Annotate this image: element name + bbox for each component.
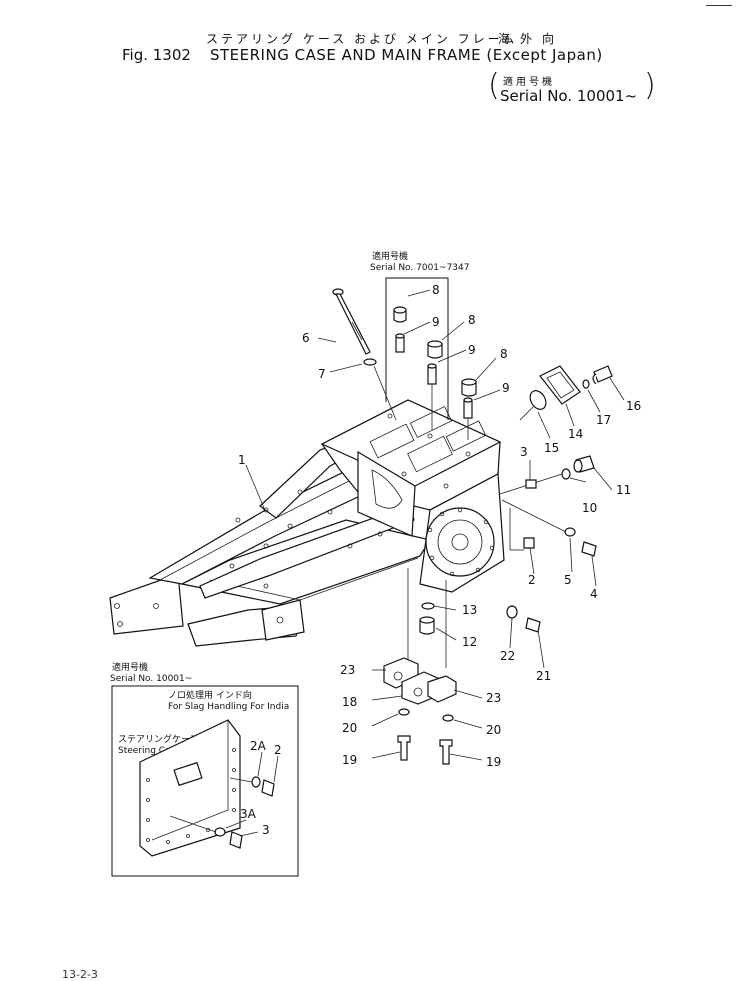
- japanese-serial-label: 適用号機: [503, 77, 555, 88]
- label-14: 14: [568, 427, 583, 441]
- label-20a: 20: [342, 721, 357, 735]
- label-5: 5: [564, 573, 572, 587]
- right-parenthesis: ): [644, 68, 656, 103]
- japanese-title: ステアリング ケース および メイン フレーム: [206, 32, 518, 46]
- label-11: 11: [616, 483, 631, 497]
- label-21: 21: [536, 669, 551, 683]
- label-22: 22: [500, 649, 515, 663]
- label-19b: 19: [486, 755, 501, 769]
- label-3a: 3A: [240, 807, 257, 821]
- figure-number: Fig. 1302: [122, 46, 191, 64]
- inset-detail: 適用号機 Serial No. 10001~ ノロ処理用 インド向 For Sl…: [110, 661, 299, 877]
- inset-case-jp: ステアリングケース: [118, 733, 199, 745]
- label-19a: 19: [342, 753, 357, 767]
- plug-set-b: [427, 340, 443, 385]
- label-9b: 9: [468, 343, 476, 357]
- english-title: STEERING CASE AND MAIN FRAME (Except Jap…: [210, 46, 603, 64]
- label-7: 7: [318, 367, 326, 381]
- leader-lines: [245, 337, 625, 761]
- left-parenthesis: (: [488, 68, 500, 103]
- label-10: 10: [582, 501, 597, 515]
- label-17: 17: [596, 413, 611, 427]
- label-2a: 2A: [250, 739, 267, 753]
- top-serial-group: 適用号機 Serial No. 7001~7347: [370, 250, 469, 420]
- plug-set-c: [461, 378, 477, 419]
- inset-note-jp: ノロ処理用 インド向: [168, 689, 252, 701]
- lower-fittings: [407, 568, 541, 668]
- label-15: 15: [544, 441, 559, 455]
- label-8b: 8: [468, 313, 476, 327]
- part-labels: 1 6 7 8 9 8 9 8 9 3 15 14 17 16 11 10 2 …: [238, 283, 641, 769]
- inset-note-en: For Slag Handling For India: [168, 702, 289, 712]
- label-12: 12: [462, 635, 477, 649]
- inset-box: [111, 685, 299, 877]
- label-4: 4: [590, 587, 598, 601]
- label-9a: 9: [432, 315, 440, 329]
- label-8c: 8: [500, 347, 508, 361]
- right-side-fittings: [499, 455, 597, 557]
- label-6: 6: [302, 331, 310, 345]
- label-2: 2: [528, 573, 536, 587]
- plug-set-a: [393, 306, 407, 353]
- label-3: 3: [520, 445, 528, 459]
- dipstick: [332, 288, 397, 421]
- serial-range: Serial No. 10001~: [500, 87, 638, 105]
- bracket-assembly: [383, 657, 457, 765]
- corner-mark: [706, 5, 732, 6]
- top-serial-jp: 適用号機: [372, 250, 408, 262]
- label-18: 18: [342, 695, 357, 709]
- label-8a: 8: [432, 283, 440, 297]
- inset-serial-jp: 適用号機: [112, 661, 148, 673]
- cover-plate: [519, 365, 613, 421]
- label-23a: 23: [340, 663, 355, 677]
- label-23b: 23: [486, 691, 501, 705]
- label-1: 1: [238, 453, 246, 467]
- inset-case-en: Steering Case: [118, 746, 181, 756]
- label-13: 13: [462, 603, 477, 617]
- page-code: 13-2-3: [62, 968, 98, 981]
- inset-serial-range: Serial No. 10001~: [110, 674, 192, 684]
- label-20b: 20: [486, 723, 501, 737]
- top-serial-range: Serial No. 7001~7347: [370, 263, 469, 273]
- label-9c: 9: [502, 381, 510, 395]
- label-inset-3: 3: [262, 823, 270, 837]
- main-frame: [109, 399, 505, 647]
- japanese-region-label: 海外向: [498, 32, 565, 46]
- label-inset-2: 2: [274, 743, 282, 757]
- label-16: 16: [626, 399, 641, 413]
